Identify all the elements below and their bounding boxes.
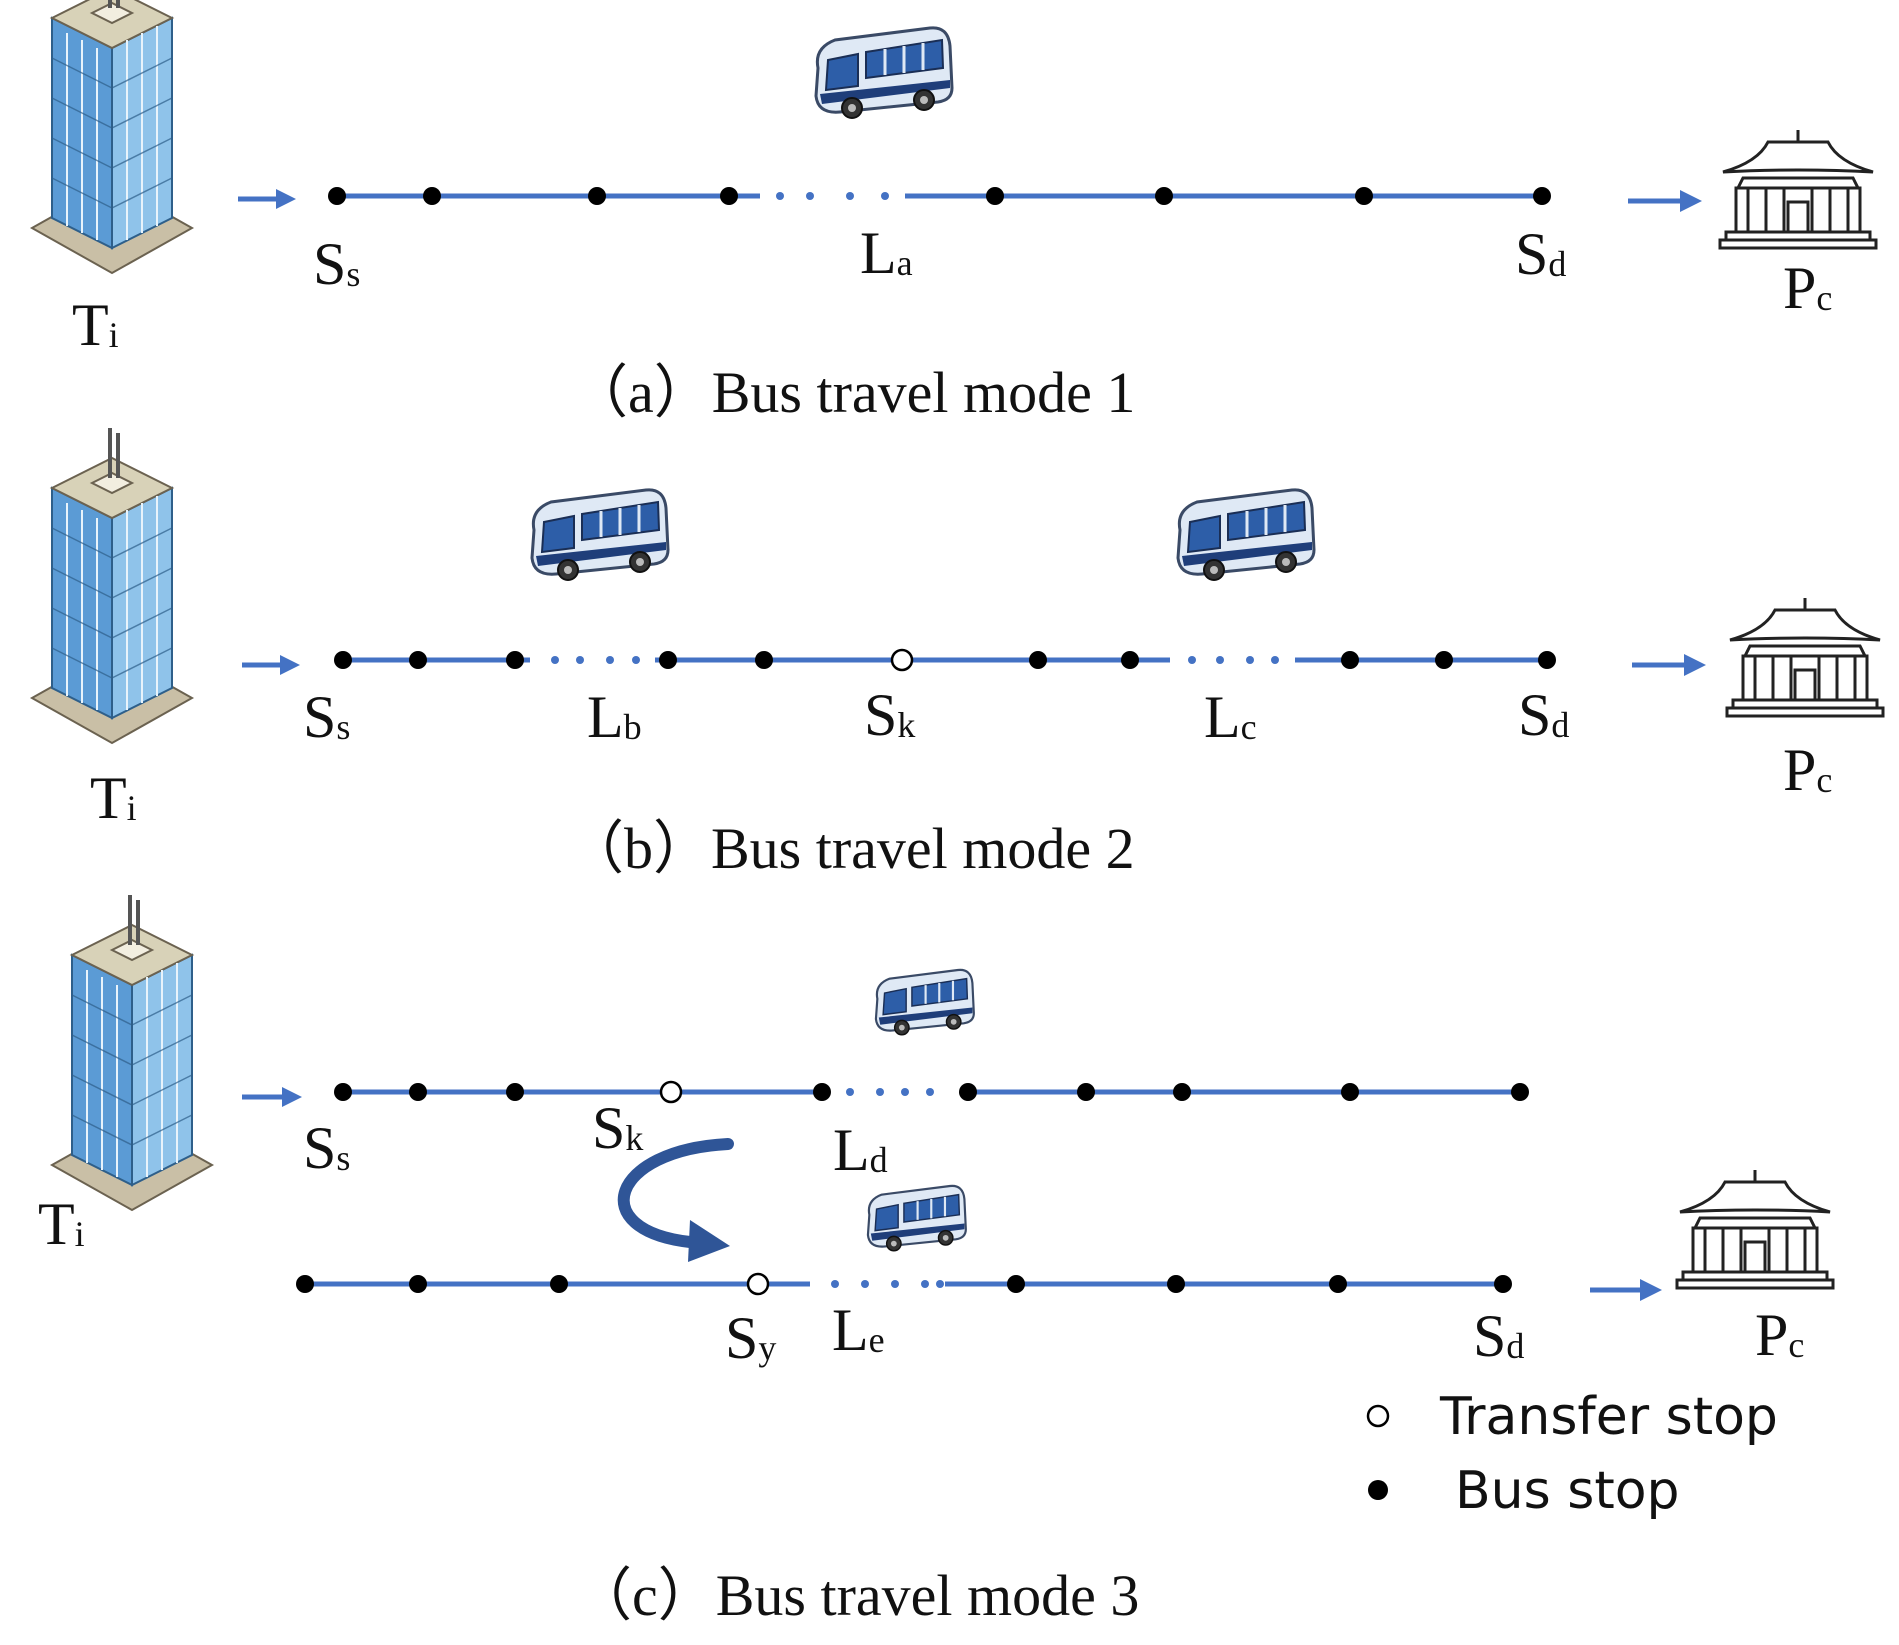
legend-bus-stop-label: Bus stop	[1455, 1461, 1680, 1521]
line-label: Ld	[833, 1117, 888, 1183]
legend-transfer-stop-marker	[1366, 1404, 1390, 1428]
bus-stop	[328, 187, 346, 205]
bus-stop	[1173, 1083, 1191, 1101]
transfer-curve-arrow-head	[688, 1220, 730, 1262]
bus-stop	[1355, 187, 1373, 205]
origin-label: Ti	[38, 1191, 85, 1257]
bus-stop	[755, 651, 773, 669]
route-ellipsis	[776, 192, 889, 200]
destination-label: Pc	[1755, 1302, 1804, 1368]
temple-icon	[1725, 596, 1885, 718]
route-ellipsis	[831, 1280, 944, 1288]
bus-stop	[588, 187, 606, 205]
bus-stop	[409, 1275, 427, 1293]
panel-b: Ti Ss Lb Sk Lc Sd Pc （b）Bus travel mode …	[31, 427, 1885, 881]
stop-label: Sd	[1518, 682, 1569, 748]
bus-stop	[1435, 651, 1453, 669]
office-building-icon	[31, 0, 193, 274]
destination-arrow-head	[1680, 190, 1702, 212]
bus-stop	[409, 1083, 427, 1101]
bus-stop	[550, 1275, 568, 1293]
bus-stop	[813, 1083, 831, 1101]
bus-stop	[1341, 1083, 1359, 1101]
legend: Transfer stop Bus stop	[1366, 1387, 1778, 1521]
origin-label: Ti	[90, 765, 137, 831]
line-label: Le	[832, 1297, 885, 1363]
transfer-stop	[746, 1272, 770, 1296]
destination-label: Pc	[1783, 737, 1832, 803]
stop-label: Ss	[303, 1115, 350, 1181]
transfer-stop	[659, 1080, 683, 1104]
transfer-stop-label: Sy	[725, 1305, 776, 1371]
bus-stop	[1167, 1275, 1185, 1293]
bus-stop	[1494, 1275, 1512, 1293]
transfer-stop-label: Sk	[592, 1095, 643, 1161]
stop-label: Ss	[313, 231, 360, 297]
line-label: Lc	[1204, 684, 1257, 750]
bus-icon	[530, 488, 670, 582]
office-building-icon	[51, 894, 213, 1211]
transfer-stop	[890, 648, 914, 672]
bus-icon	[866, 1184, 967, 1252]
bus-stop	[1341, 651, 1359, 669]
bus-stop	[1533, 187, 1551, 205]
temple-icon	[1675, 1168, 1835, 1290]
bus-stop	[409, 651, 427, 669]
destination-label: Pc	[1783, 255, 1832, 321]
bus-stop	[959, 1083, 977, 1101]
stop-label: Sd	[1515, 221, 1566, 287]
bus-stop	[1538, 651, 1556, 669]
bus-icon	[814, 26, 954, 120]
origin-arrow-head	[280, 655, 300, 675]
origin-arrow-head	[282, 1087, 302, 1107]
bus-stop	[506, 651, 524, 669]
bus-stop	[1007, 1275, 1025, 1293]
bus-stop	[1329, 1275, 1347, 1293]
bus-stop	[720, 187, 738, 205]
bus-stop	[423, 187, 441, 205]
bus-stop	[334, 651, 352, 669]
stop-label: Sd	[1473, 1303, 1524, 1369]
bus-stop	[1029, 651, 1047, 669]
panel-caption: （c）Bus travel mode 3	[574, 1563, 1139, 1628]
transfer-curve-arrow	[617, 1138, 734, 1248]
bus-icon	[874, 968, 975, 1036]
panel-c: Ti Ss Sk Ld Sy Le Sd Pc Transfer stop Bu…	[38, 894, 1835, 1628]
bus-stop	[1511, 1083, 1529, 1101]
stop-label: Ss	[303, 684, 350, 750]
destination-arrow-head	[1640, 1279, 1662, 1301]
panel-a: Ti Ss La Sd Pc （a）Bus travel mode 1	[31, 0, 1878, 425]
transfer-stop-label: Sk	[864, 682, 915, 748]
panel-caption: （b）Bus travel mode 2	[566, 816, 1135, 881]
office-building-icon	[31, 427, 193, 744]
bus-stop	[1077, 1083, 1095, 1101]
bus-stop	[334, 1083, 352, 1101]
line-label: Lb	[587, 684, 642, 750]
bus-stop	[506, 1083, 524, 1101]
origin-label: Ti	[72, 292, 119, 358]
legend-bus-stop-marker	[1368, 1480, 1388, 1500]
route-ellipsis	[551, 656, 640, 664]
route-ellipsis	[1188, 656, 1279, 664]
destination-arrow-head	[1684, 654, 1706, 676]
bus-stop	[296, 1275, 314, 1293]
bus-stop	[986, 187, 1004, 205]
bus-stop	[1121, 651, 1139, 669]
legend-transfer-stop-label: Transfer stop	[1439, 1387, 1778, 1447]
bus-icon	[1176, 488, 1316, 582]
panel-caption: （a）Bus travel mode 1	[570, 360, 1135, 425]
bus-stop	[1155, 187, 1173, 205]
temple-icon	[1718, 128, 1878, 250]
bus-stop	[659, 651, 677, 669]
origin-arrow-head	[276, 189, 296, 209]
route-ellipsis	[846, 1088, 934, 1096]
line-label: La	[860, 220, 913, 286]
